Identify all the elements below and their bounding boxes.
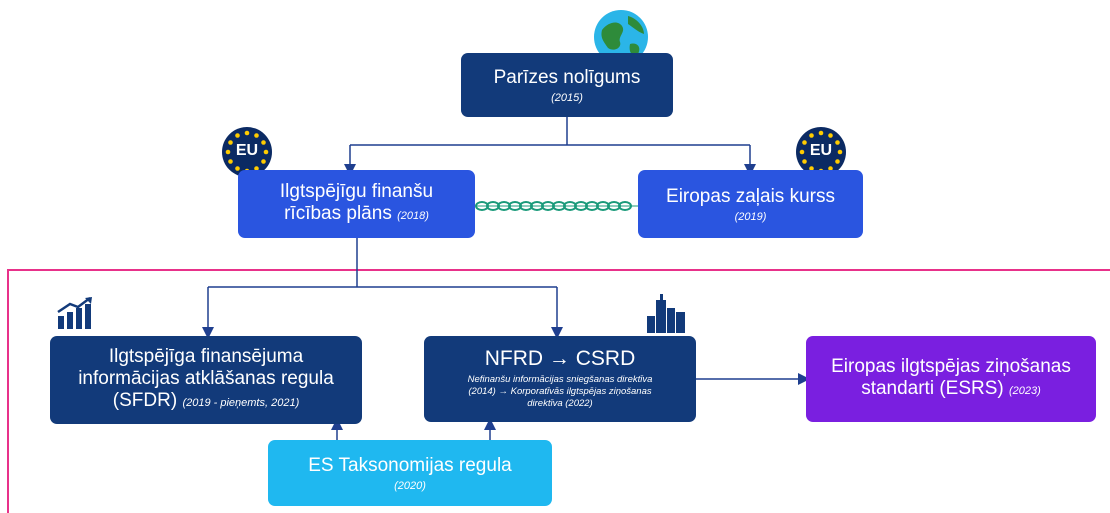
- sfdr-line1: Ilgtspējīga finansējuma: [108, 346, 304, 367]
- sfdr-line3-wrap: (SFDR) (2019 - pieņemts, 2021): [113, 390, 299, 414]
- taxonomy-title: ES Taksonomijas regula: [308, 454, 512, 476]
- eu-flag-icon: EU: [221, 126, 273, 178]
- esrs-line2: standarti (ESRS): [861, 378, 1004, 399]
- green-deal-year: (2019): [734, 210, 767, 223]
- action-plan-line1: Ilgtspējīgu finanšu: [279, 181, 434, 202]
- esrs-line1: Eiropas ilgtspējas ziņošanas: [831, 356, 1071, 377]
- csrd-box: NFRD → CSRD Nefinanšu informācijas snieg…: [424, 336, 696, 422]
- csrd-sub2: (2014) → Korporatīvās ilgtspējas ziņošan…: [468, 386, 652, 397]
- esrs-line2-wrap: standarti (ESRS) (2023): [861, 378, 1041, 402]
- action-plan-line2: rīcības plāns: [284, 203, 392, 224]
- chart-growth-icon: [57, 297, 92, 329]
- esrs-box: Eiropas ilgtspējas ziņošanas standarti (…: [806, 336, 1096, 422]
- action-plan-box: Ilgtspējīgu finanšu rīcības plāns (2018): [238, 170, 475, 238]
- csrd-sub1: Nefinanšu informācijas sniegšanas direkt…: [467, 374, 653, 385]
- taxonomy-box: ES Taksonomijas regula (2020): [268, 440, 552, 506]
- eu-badge-text: EU: [809, 142, 833, 159]
- action-plan-line2-wrap: rīcības plāns (2018): [284, 203, 429, 227]
- sfdr-line3: (SFDR): [112, 390, 178, 411]
- esrs-year: (2023): [1009, 385, 1041, 397]
- paris-title: Parīzes nolīgums: [493, 66, 641, 88]
- taxonomy-year: (2020): [394, 479, 426, 492]
- green-deal-box: Eiropas zaļais kurss (2019): [638, 170, 863, 238]
- paris-agreement-box: Parīzes nolīgums (2015): [461, 53, 673, 117]
- sfdr-line2: informācijas atklāšanas regula: [78, 368, 334, 389]
- eu-flag-icon: EU: [795, 126, 847, 178]
- csrd-title: NFRD → CSRD: [484, 347, 636, 370]
- city-buildings-icon: [647, 294, 685, 333]
- sfdr-box: Ilgtspējīga finansējuma informācijas atk…: [50, 336, 362, 424]
- paris-year: (2015): [551, 91, 583, 104]
- eu-badge-text: EU: [235, 142, 259, 159]
- sfdr-year: (2019 - pieņemts, 2021): [182, 397, 300, 409]
- csrd-subtitle: Nefinanšu informācijas sniegšanas direkt…: [460, 374, 661, 410]
- focus-frame: [7, 269, 1110, 513]
- green-deal-title: Eiropas zaļais kurss: [666, 185, 835, 207]
- csrd-sub3: direktīva (2022): [527, 398, 593, 409]
- action-plan-year: (2018): [397, 210, 429, 222]
- globe-icon: [594, 10, 648, 64]
- chain-link-icon: [475, 201, 638, 211]
